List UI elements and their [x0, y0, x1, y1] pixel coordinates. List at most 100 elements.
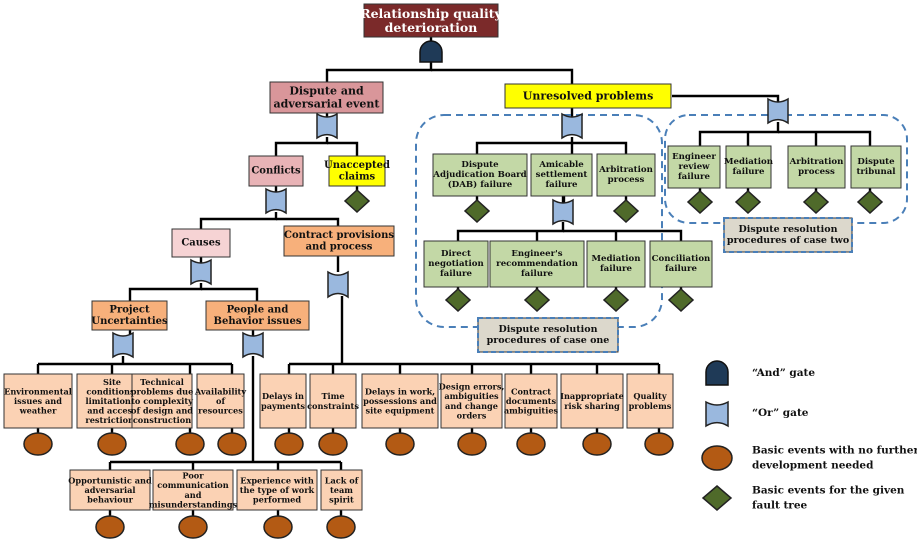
or-gate-icon	[265, 187, 287, 215]
people-event-box	[69, 469, 151, 511]
legend-label: “Or” gate	[752, 407, 809, 419]
node-label: Delays in	[262, 391, 304, 401]
basic-event-diamond-icon	[802, 189, 830, 215]
contract-event-box	[626, 373, 674, 429]
contract-provisions-box	[283, 225, 395, 257]
node-label: limitations;	[85, 396, 138, 406]
case-one-label-border	[477, 317, 619, 353]
node-label: claims	[339, 171, 376, 182]
legend-label: fault tree	[752, 500, 808, 512]
node-label: of	[216, 396, 225, 406]
basic-event-diamond-icon	[602, 287, 630, 313]
causes: Causes	[171, 228, 231, 258]
node-label: Arbitration	[598, 165, 654, 175]
node-label: adversarial event	[274, 97, 381, 110]
node-label: the type of work	[240, 485, 315, 495]
node-label: Design errors,	[439, 382, 505, 392]
node-label: failure	[732, 167, 765, 177]
node-label: Contract provisions	[284, 230, 394, 241]
node-label: Project	[109, 304, 150, 315]
connector	[563, 229, 683, 241]
node-label: Poor	[182, 471, 204, 481]
node-label: weather	[19, 406, 58, 416]
contract-event-box	[309, 373, 357, 429]
node-label: issues and	[14, 396, 62, 406]
node-label: orders	[457, 410, 487, 420]
legend-label: Basic events with no further	[752, 445, 917, 457]
node-label: Engineer's	[511, 249, 562, 259]
basic-event-circle-icon	[263, 515, 293, 539]
node-label: Uncertainties	[91, 316, 168, 327]
connector	[431, 68, 574, 84]
basic-event-circle-icon	[326, 515, 356, 539]
basic-event-diamond-icon	[523, 287, 551, 313]
case-one-event-box	[432, 153, 528, 197]
node-label: Quality	[633, 391, 666, 401]
node-label: and	[185, 490, 202, 500]
node-label: failure	[545, 180, 578, 190]
basic-event-diamond-icon	[856, 189, 884, 215]
node-label: Opportunistic and	[68, 475, 152, 485]
node-label: payments	[261, 401, 305, 411]
case-one-event-box	[489, 240, 585, 288]
node-label: review	[678, 162, 710, 172]
basic-event-circle-icon	[516, 432, 546, 456]
causes-box	[171, 228, 231, 258]
node-label: ambiguities	[504, 406, 559, 416]
node-label: Technical	[140, 377, 184, 387]
contract-event-box	[440, 373, 503, 429]
basic-event-diamond-icon	[444, 287, 472, 313]
node-label: Dispute resolution	[499, 324, 598, 335]
node-label: constraints	[307, 401, 359, 411]
node-label: Inappropriate	[560, 391, 624, 401]
unresolved-problems: Unresolved problems	[504, 83, 672, 109]
node-label: deterioration	[385, 20, 478, 35]
node-label: negotiation	[428, 259, 484, 269]
case-two-label-border	[723, 217, 853, 253]
connector	[276, 217, 340, 226]
node-label: Lack of	[325, 475, 359, 485]
basic-event-diamond-icon	[463, 198, 491, 224]
node-label: to complexity	[131, 396, 193, 406]
node-label: Amicable	[538, 160, 584, 170]
node-label: Delays in work,	[365, 386, 435, 396]
conflicts: Conflicts	[248, 155, 304, 187]
node-label: Engineer	[672, 152, 716, 162]
basic-event-diamond-icon	[701, 485, 733, 511]
contract-event-box	[560, 373, 624, 429]
basic-event-circle-icon	[582, 432, 612, 456]
node-label: construction	[133, 415, 191, 425]
node-label: procedures of case two	[727, 235, 849, 246]
node-label: documents	[506, 396, 557, 406]
or-gate-icon	[705, 400, 729, 428]
unaccepted-claims-box	[328, 155, 386, 187]
connector	[201, 287, 259, 301]
or-gate-icon	[327, 270, 349, 299]
or-gate-icon	[767, 97, 789, 125]
node-label: Dispute	[857, 157, 895, 167]
node-label: ambiguities	[444, 391, 499, 401]
basic-event-circle-icon	[274, 432, 304, 456]
connector	[128, 283, 203, 301]
case-one-event-box	[423, 240, 489, 288]
legend-item-or-gate: “Or” gate	[705, 400, 809, 428]
node-label: Conciliation	[652, 254, 711, 264]
node-label: failure	[665, 264, 698, 274]
connector	[199, 212, 278, 229]
basic-event-diamond-icon	[667, 287, 695, 313]
